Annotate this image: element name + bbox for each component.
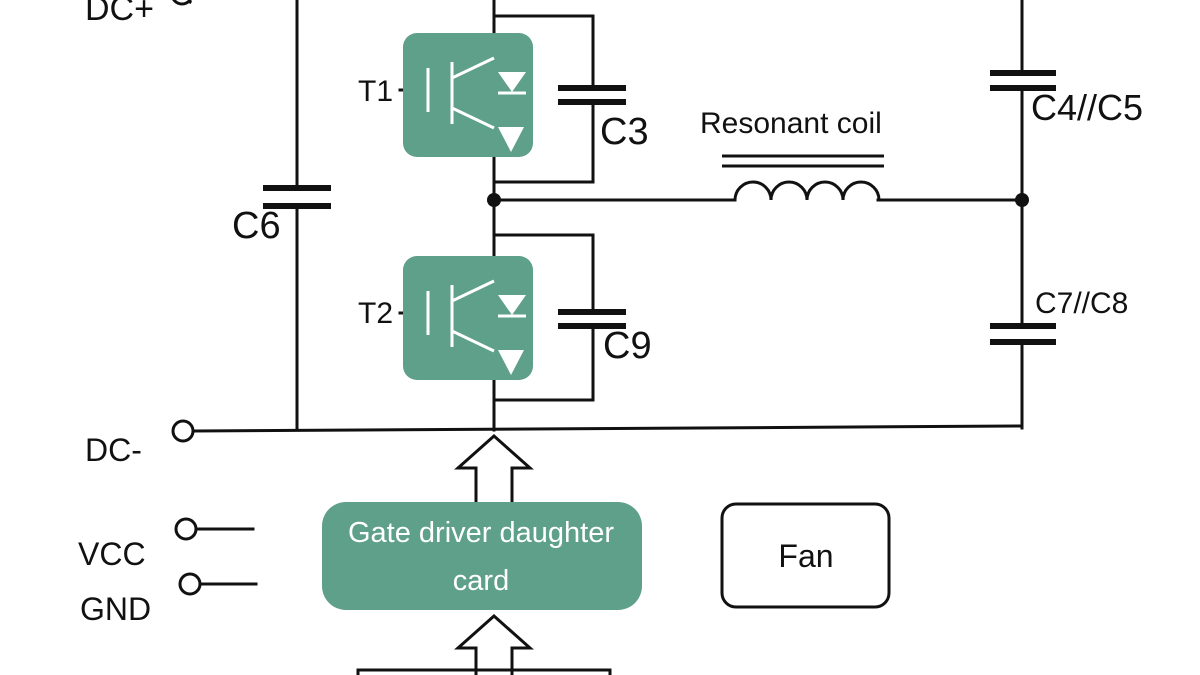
gate-driver-label-line2: card [453,565,509,597]
signal-arrow-upper [454,433,534,502]
resonant-coil-symbol [722,154,884,201]
dc-plus-label: DC+ [85,0,154,28]
capacitor-c6-symbol [263,185,331,209]
fan-label: Fan [778,538,833,574]
fan-box [720,502,891,609]
c9-label: C9 [603,325,652,367]
c3-label: C3 [600,111,649,153]
junction-dot-midpoint [487,193,501,207]
igbt-module-t2 [398,256,533,380]
t1-label: T1 [358,75,393,108]
t2-label: T2 [358,297,393,330]
gnd-terminal [178,572,202,596]
c6-label: C6 [232,205,281,247]
capacitor-c4-c5-symbol [990,70,1056,91]
junction-dot-right [1015,193,1029,207]
signal-arrow-lower [454,613,534,675]
dc-minus-label: DC- [85,432,142,468]
dc-minus-terminal [171,419,195,443]
vcc-label: VCC [78,536,146,572]
dc-plus-terminal [172,0,192,6]
cropped-bottom-box [356,668,612,675]
igbt-module-t1 [398,33,533,157]
resonant-coil-label: Resonant coil [700,107,882,140]
capacitor-c7-c8-symbol [990,323,1056,345]
capacitor-c3-symbol [558,85,626,105]
gnd-label: GND [80,591,151,627]
gate-driver-label-line1: Gate driver daughter [348,517,614,549]
c7-c8-label: C7//C8 [1035,287,1128,320]
capacitor-c9-symbol [558,309,626,329]
gate-driver-card [322,502,642,610]
c4-c5-label: C4//C5 [1031,87,1143,128]
vcc-terminal [174,517,198,541]
